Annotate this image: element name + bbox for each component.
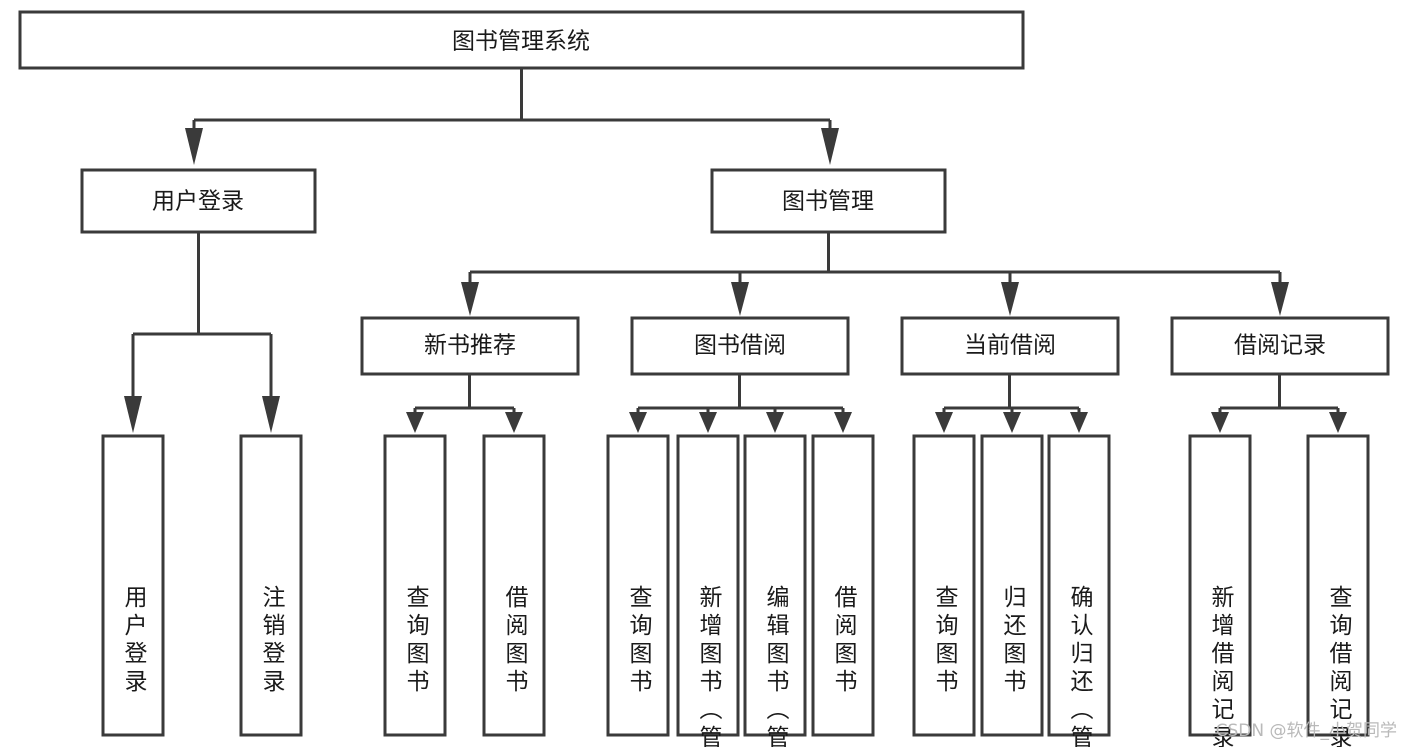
node-leaf-cb-query-book[interactable]: 查询图书 bbox=[912, 434, 976, 737]
node-leaf-user-login-label: 用户登录 bbox=[120, 585, 148, 697]
node-new-book-recommend-box[interactable] bbox=[360, 316, 580, 376]
connector-layer bbox=[124, 68, 1347, 433]
node-new-book-recommend[interactable]: 新书推荐 bbox=[360, 316, 580, 376]
node-leaf-br-add-record[interactable]: 新增借阅记录 bbox=[1188, 434, 1252, 747]
node-leaf-nbr-borrow-book-label: 借阅图书 bbox=[501, 585, 529, 697]
node-leaf-bb-query-book-box[interactable] bbox=[606, 434, 670, 737]
node-leaf-nbr-borrow-book-box[interactable] bbox=[482, 434, 546, 737]
node-leaf-br-query-record-label: 查询借阅记录 bbox=[1325, 585, 1353, 747]
node-leaf-nbr-query-book[interactable]: 查询图书 bbox=[383, 434, 447, 737]
node-leaf-cb-return-book-box[interactable] bbox=[980, 434, 1044, 737]
node-leaf-user-login[interactable]: 用户登录 bbox=[101, 434, 165, 737]
node-leaf-bb-edit-book-label: 编辑图书（管理员） bbox=[762, 585, 790, 747]
node-leaf-logout-box[interactable] bbox=[239, 434, 303, 737]
node-current-borrow[interactable]: 当前借阅 bbox=[900, 316, 1120, 376]
arrow-head-current-borrow bbox=[1001, 282, 1019, 316]
node-leaf-user-login-box[interactable] bbox=[101, 434, 165, 737]
node-borrow-record-box[interactable] bbox=[1170, 316, 1390, 376]
node-leaf-bb-borrow-book-box[interactable] bbox=[811, 434, 875, 737]
node-book-management[interactable]: 图书管理 bbox=[710, 168, 947, 234]
node-leaf-nbr-query-book-label: 查询图书 bbox=[402, 585, 430, 697]
node-leaf-logout[interactable]: 注销登录 bbox=[239, 434, 303, 737]
node-user-login[interactable]: 用户登录 bbox=[80, 168, 317, 234]
node-leaf-cb-confirm-return[interactable]: 确认归还（管理员） bbox=[1047, 434, 1111, 747]
node-borrow-record-label: 借阅记录 bbox=[1234, 333, 1326, 359]
node-leaf-br-query-record-box[interactable] bbox=[1306, 434, 1370, 737]
arrow-head-bb-leaf-1 bbox=[629, 412, 647, 433]
arrow-head-bb-leaf-4 bbox=[834, 412, 852, 433]
node-leaf-bb-edit-book[interactable]: 编辑图书（管理员） bbox=[743, 434, 807, 747]
arrow-head-new-book-recommend bbox=[461, 282, 479, 316]
node-user-login-box[interactable] bbox=[80, 168, 317, 234]
node-leaf-br-query-record[interactable]: 查询借阅记录 bbox=[1306, 434, 1370, 747]
node-leaf-bb-add-book-label: 新增图书（管理员） bbox=[695, 585, 723, 747]
arrow-head-br-leaf-1 bbox=[1211, 412, 1229, 433]
node-leaf-logout-label: 注销登录 bbox=[258, 585, 286, 697]
arrow-head-user-login bbox=[185, 128, 203, 165]
node-current-borrow-box[interactable] bbox=[900, 316, 1120, 376]
arrow-head-book-mgmt bbox=[821, 128, 839, 165]
node-leaf-bb-query-book-label: 查询图书 bbox=[625, 585, 653, 697]
arrow-head-nbr-leaf-2 bbox=[505, 412, 523, 433]
arrow-head-book-borrow bbox=[731, 282, 749, 316]
node-leaf-bb-add-book-box[interactable] bbox=[676, 434, 740, 737]
arrow-head-cb-leaf-2 bbox=[1003, 412, 1021, 433]
node-book-borrow-label: 图书借阅 bbox=[694, 333, 786, 359]
arrow-head-borrow-record bbox=[1271, 282, 1289, 316]
node-leaf-br-add-record-box[interactable] bbox=[1188, 434, 1252, 737]
node-leaf-bb-query-book[interactable]: 查询图书 bbox=[606, 434, 670, 737]
node-book-borrow[interactable]: 图书借阅 bbox=[630, 316, 850, 376]
node-borrow-record[interactable]: 借阅记录 bbox=[1170, 316, 1390, 376]
node-leaf-nbr-query-book-box[interactable] bbox=[383, 434, 447, 737]
arrow-head-bb-leaf-3 bbox=[766, 412, 784, 433]
node-book-management-box[interactable] bbox=[710, 168, 947, 234]
node-leaf-bb-borrow-book[interactable]: 借阅图书 bbox=[811, 434, 875, 737]
arrow-head-leaf-user-login bbox=[124, 396, 142, 433]
node-leaf-cb-confirm-return-label: 确认归还（管理员） bbox=[1066, 585, 1094, 747]
arrow-head-leaf-logout bbox=[262, 396, 280, 433]
node-leaf-cb-return-book-label: 归还图书 bbox=[999, 585, 1027, 697]
arrow-head-br-leaf-2 bbox=[1329, 412, 1347, 433]
node-user-login-label: 用户登录 bbox=[152, 189, 244, 215]
node-book-management-label: 图书管理 bbox=[782, 189, 874, 215]
node-leaf-bb-borrow-book-label: 借阅图书 bbox=[830, 585, 858, 697]
node-root-label: 图书管理系统 bbox=[452, 29, 590, 55]
node-new-book-recommend-label: 新书推荐 bbox=[424, 333, 516, 359]
node-book-borrow-box[interactable] bbox=[630, 316, 850, 376]
node-leaf-cb-return-book[interactable]: 归还图书 bbox=[980, 434, 1044, 737]
node-current-borrow-label: 当前借阅 bbox=[964, 333, 1056, 359]
node-leaf-cb-query-book-label: 查询图书 bbox=[931, 585, 959, 697]
arrow-head-cb-leaf-1 bbox=[935, 412, 953, 433]
arrow-head-cb-leaf-3 bbox=[1070, 412, 1088, 433]
arrow-head-bb-leaf-2 bbox=[699, 412, 717, 433]
arrow-head-nbr-leaf-1 bbox=[406, 412, 424, 433]
node-root-book-management-system[interactable]: 图书管理系统 bbox=[18, 10, 1025, 70]
node-leaf-bb-add-book[interactable]: 新增图书（管理员） bbox=[676, 434, 740, 747]
node-leaf-cb-query-book-box[interactable] bbox=[912, 434, 976, 737]
node-leaf-br-add-record-label: 新增借阅记录 bbox=[1207, 585, 1235, 747]
node-leaf-nbr-borrow-book[interactable]: 借阅图书 bbox=[482, 434, 546, 737]
node-leaf-cb-confirm-return-box[interactable] bbox=[1047, 434, 1111, 737]
node-root-box[interactable] bbox=[18, 10, 1025, 70]
node-leaf-bb-edit-book-box[interactable] bbox=[743, 434, 807, 737]
